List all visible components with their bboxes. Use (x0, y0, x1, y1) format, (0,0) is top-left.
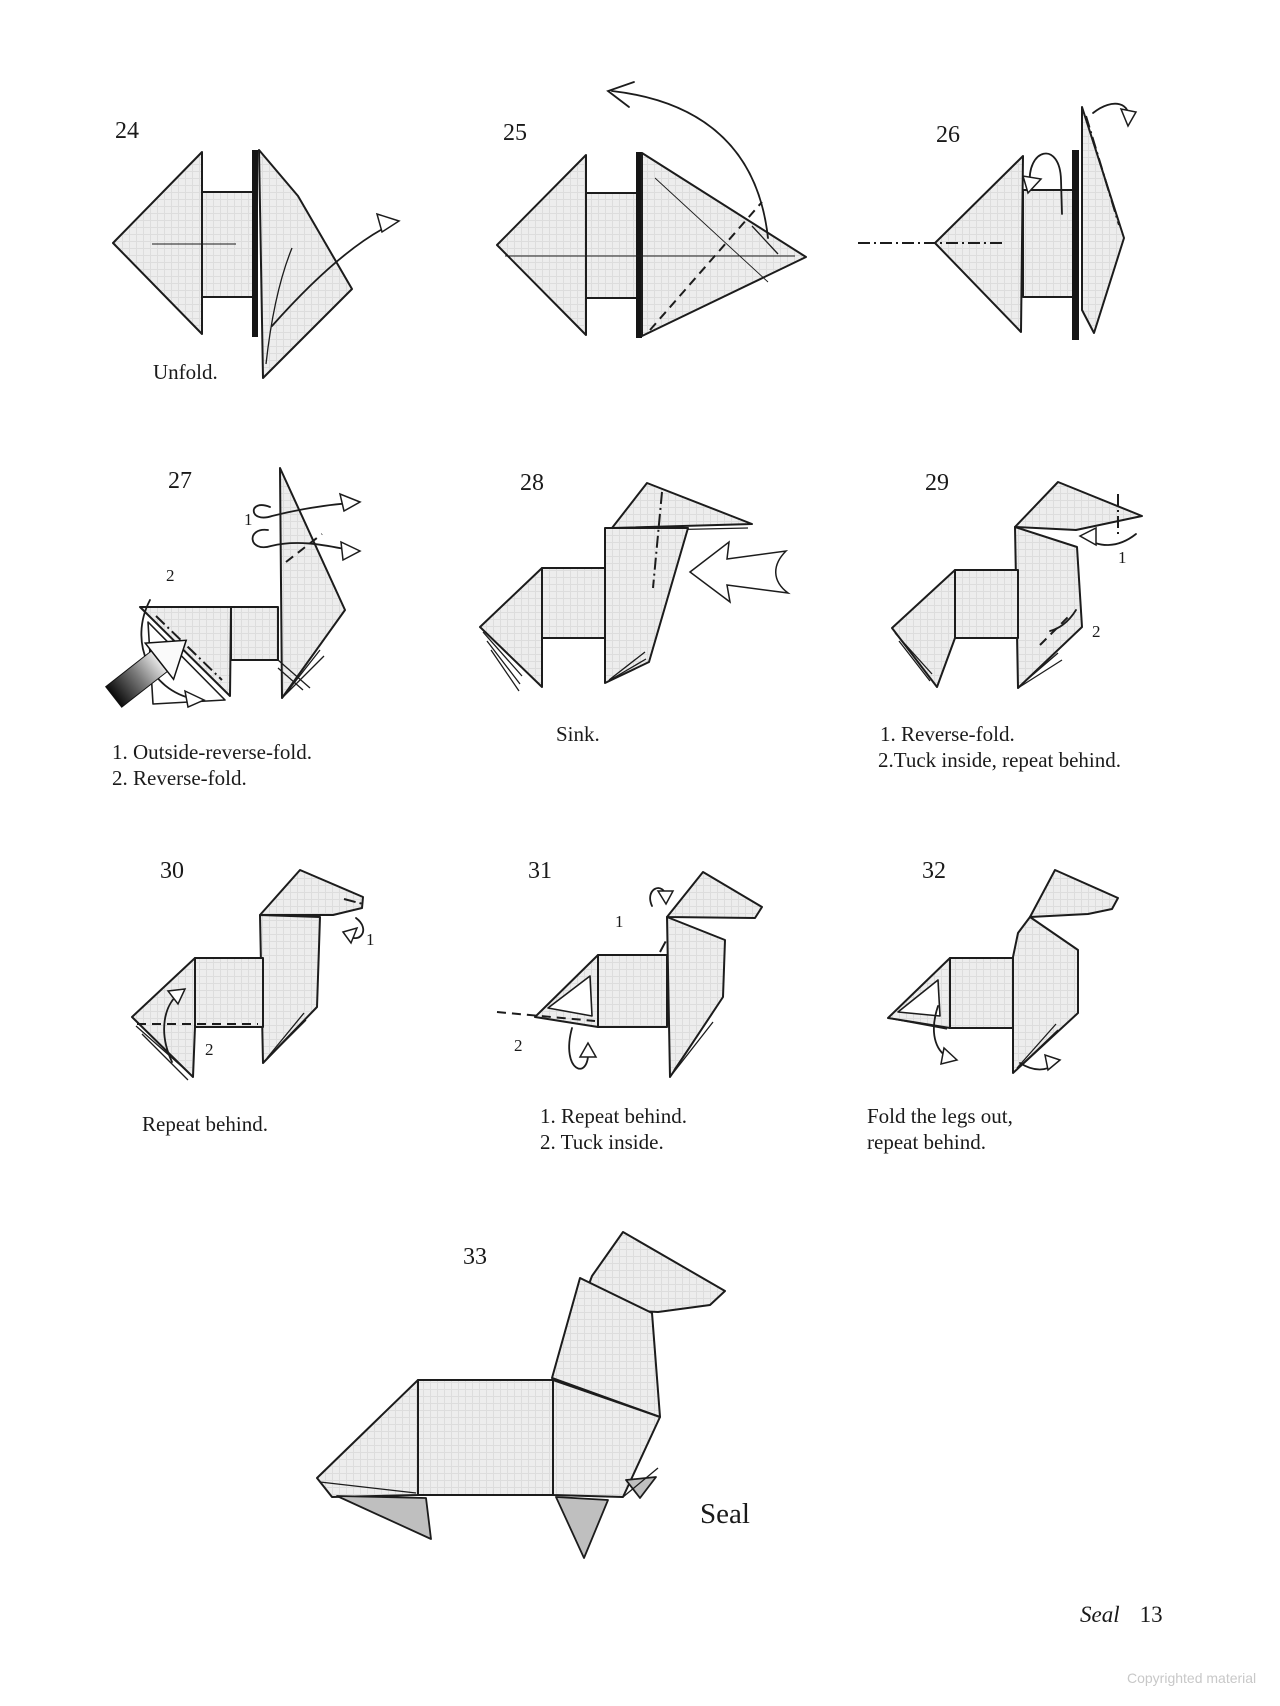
step-29-number: 29 (925, 470, 949, 496)
mountain-fold-line (1085, 115, 1120, 226)
valley-fold-line (649, 201, 763, 331)
hind-flipper (625, 1476, 657, 1499)
step-30-number: 30 (160, 858, 184, 884)
fold-up-arrow (163, 988, 187, 1063)
valley-fold-line (285, 533, 323, 563)
step-27-number: 27 (168, 468, 192, 494)
tuck-fold-line (1039, 616, 1069, 646)
step-27-label-2: 2 (166, 566, 175, 585)
step-24-caption: Unfold. (153, 360, 218, 384)
step-31-caption-2: 2. Tuck inside. (540, 1130, 664, 1154)
step-27-label-1: 1 (244, 510, 253, 529)
fold-over-arrow (1021, 152, 1063, 215)
outside-reverse-swirl-arrow (251, 492, 362, 562)
step-31-number: 31 (528, 858, 552, 884)
front-flipper-left (336, 1495, 432, 1540)
step-29-label-1: 1 (1118, 548, 1127, 567)
model-name: Seal (700, 1498, 750, 1530)
step-30-label-2: 2 (205, 1040, 214, 1059)
step-30-diagram (131, 869, 365, 1081)
reverse-fold-arrow (1078, 526, 1137, 547)
step-26-number: 26 (936, 122, 960, 148)
step-29-label-2: 2 (1092, 622, 1101, 641)
repeat-loop-arrow (649, 887, 675, 907)
step-30-label-1: 1 (366, 930, 375, 949)
sink-fold-line (652, 491, 663, 589)
front-flipper-right (555, 1496, 609, 1559)
copyright-watermark: Copyrighted material (1127, 1670, 1257, 1686)
step-28-diagram (479, 482, 791, 692)
step-30-caption: Repeat behind. (142, 1112, 268, 1136)
fold-leg-out-arrow (1019, 1053, 1062, 1072)
step-33-finished-seal (316, 1231, 726, 1559)
step-28-number: 28 (520, 470, 544, 496)
step-24-number: 24 (115, 118, 139, 144)
step-25-diagram (496, 81, 807, 338)
fold-line (343, 898, 364, 905)
tuck-inside-arrow (568, 1027, 598, 1070)
step-31-diagram (496, 871, 763, 1078)
footer-section-title: Seal (1080, 1602, 1120, 1627)
push-arrow (104, 639, 188, 708)
step-24-diagram (112, 149, 401, 379)
step-31-caption-1: 1. Repeat behind. (540, 1104, 687, 1128)
turn-arrow (1092, 102, 1138, 128)
sink-push-arrow (688, 540, 791, 604)
footer-page-number: 13 (1139, 1602, 1163, 1627)
unfold-arrow (271, 212, 401, 327)
mountain-fold-line (155, 615, 223, 681)
step-33-number: 33 (463, 1244, 487, 1270)
step-28-caption: Sink. (556, 722, 600, 746)
step-31-label-2: 2 (514, 1036, 523, 1055)
tuck-loop-arrow (341, 917, 365, 945)
step-27-diagram (104, 467, 362, 709)
fold-over-arrow (606, 81, 769, 239)
step-29-caption-1: 1. Reverse-fold. (880, 722, 1015, 746)
page-footer: Seal 13 (1080, 1602, 1163, 1628)
step-32-diagram (887, 869, 1119, 1074)
step-26-diagram (858, 102, 1138, 340)
tuck-fold-line (496, 1011, 596, 1022)
step-32-caption-2: repeat behind. (867, 1130, 986, 1154)
step-29-caption-2: 2.Tuck inside, repeat behind. (878, 748, 1122, 772)
step-29-diagram (891, 481, 1143, 689)
step-27-caption-1: 1. Outside-reverse-fold. (112, 740, 313, 764)
step-32-number: 32 (922, 858, 946, 884)
step-32-caption-1: Fold the legs out, (867, 1104, 1013, 1128)
fold-leg-down-arrow (933, 1005, 959, 1066)
step-31-label-1: 1 (615, 912, 624, 931)
step-25-number: 25 (503, 120, 527, 146)
step-27-caption-2: 2. Reverse-fold. (112, 766, 247, 790)
